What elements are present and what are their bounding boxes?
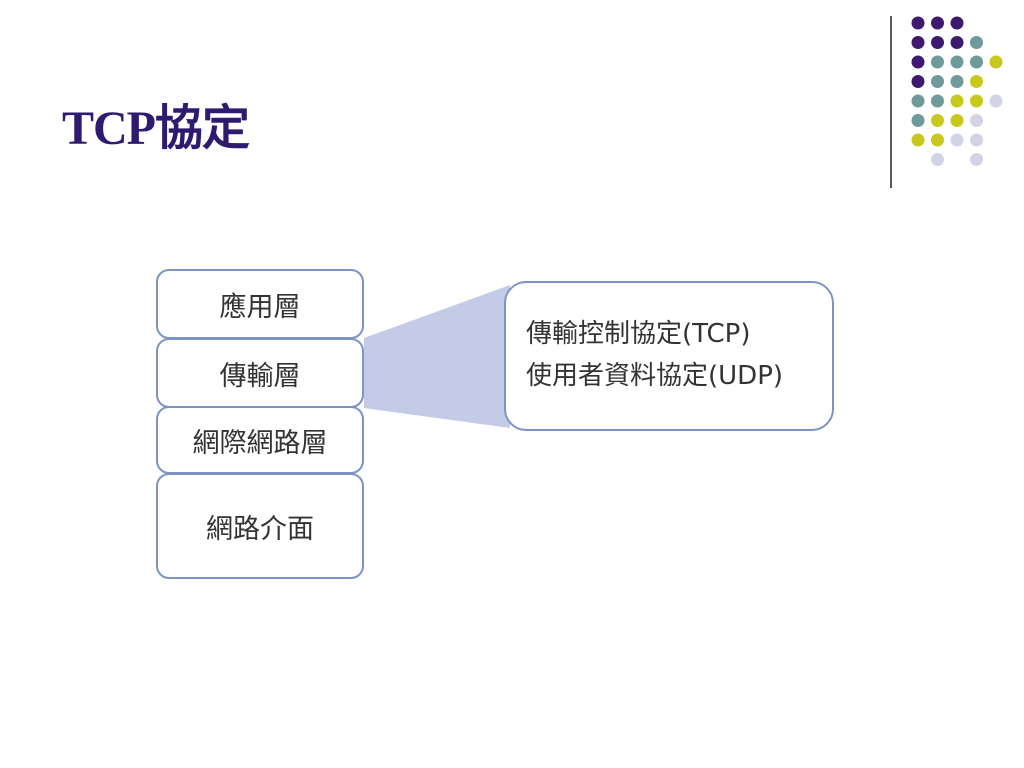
decorative-dot xyxy=(970,36,983,49)
layer-application[interactable]: 應用層 xyxy=(156,269,364,339)
decorative-dot xyxy=(950,75,964,88)
decorative-dot xyxy=(931,114,944,127)
decorative-dot xyxy=(970,94,983,108)
decorative-dot xyxy=(950,94,964,108)
layer-application-label: 應用層 xyxy=(219,291,301,323)
layer-network-interface[interactable]: 網路介面 xyxy=(156,473,364,579)
decorative-dot xyxy=(911,114,925,127)
decorative-dot xyxy=(970,55,983,69)
decorative-dot xyxy=(970,75,983,88)
decorative-dot xyxy=(989,55,1003,69)
slide-title: TCP協定 xyxy=(62,102,250,155)
decorative-dot xyxy=(931,153,944,166)
decorative-dot xyxy=(911,133,925,147)
layer-transport[interactable]: 傳輸層 xyxy=(156,338,364,408)
layer-network-interface-label: 網路介面 xyxy=(206,513,314,545)
connector-wedge xyxy=(364,285,510,428)
decorative-dot xyxy=(931,55,944,69)
transport-protocols-callout: 傳輸控制協定(TCP) 使用者資料協定(UDP) xyxy=(504,281,834,431)
decorative-dot xyxy=(911,16,925,30)
layer-transport-label: 傳輸層 xyxy=(219,360,301,392)
header-divider xyxy=(890,16,892,188)
decorative-dot xyxy=(931,36,944,49)
decorative-dot xyxy=(911,55,925,69)
callout-line-tcp: 傳輸控制協定(TCP) xyxy=(526,319,751,349)
decorative-dot xyxy=(970,153,983,166)
decorative-dot xyxy=(911,75,925,88)
decorative-dot xyxy=(950,36,964,49)
decorative-dot xyxy=(911,36,925,49)
decorative-dot xyxy=(970,114,983,127)
layer-internet-label: 網際網路層 xyxy=(192,427,328,459)
decorative-dot xyxy=(970,133,983,147)
decorative-dot xyxy=(989,94,1003,108)
decorative-dot xyxy=(911,94,925,108)
decorative-dot xyxy=(931,94,944,108)
decorative-dot xyxy=(950,16,964,30)
callout-line-udp: 使用者資料協定(UDP) xyxy=(526,361,784,391)
decorative-dot xyxy=(950,133,964,147)
decorative-dot xyxy=(950,55,964,69)
layer-internet[interactable]: 網際網路層 xyxy=(156,406,364,474)
decorative-dot xyxy=(931,16,944,30)
decorative-dot xyxy=(950,114,964,127)
decorative-dot xyxy=(931,75,944,88)
decorative-dot xyxy=(931,133,944,147)
